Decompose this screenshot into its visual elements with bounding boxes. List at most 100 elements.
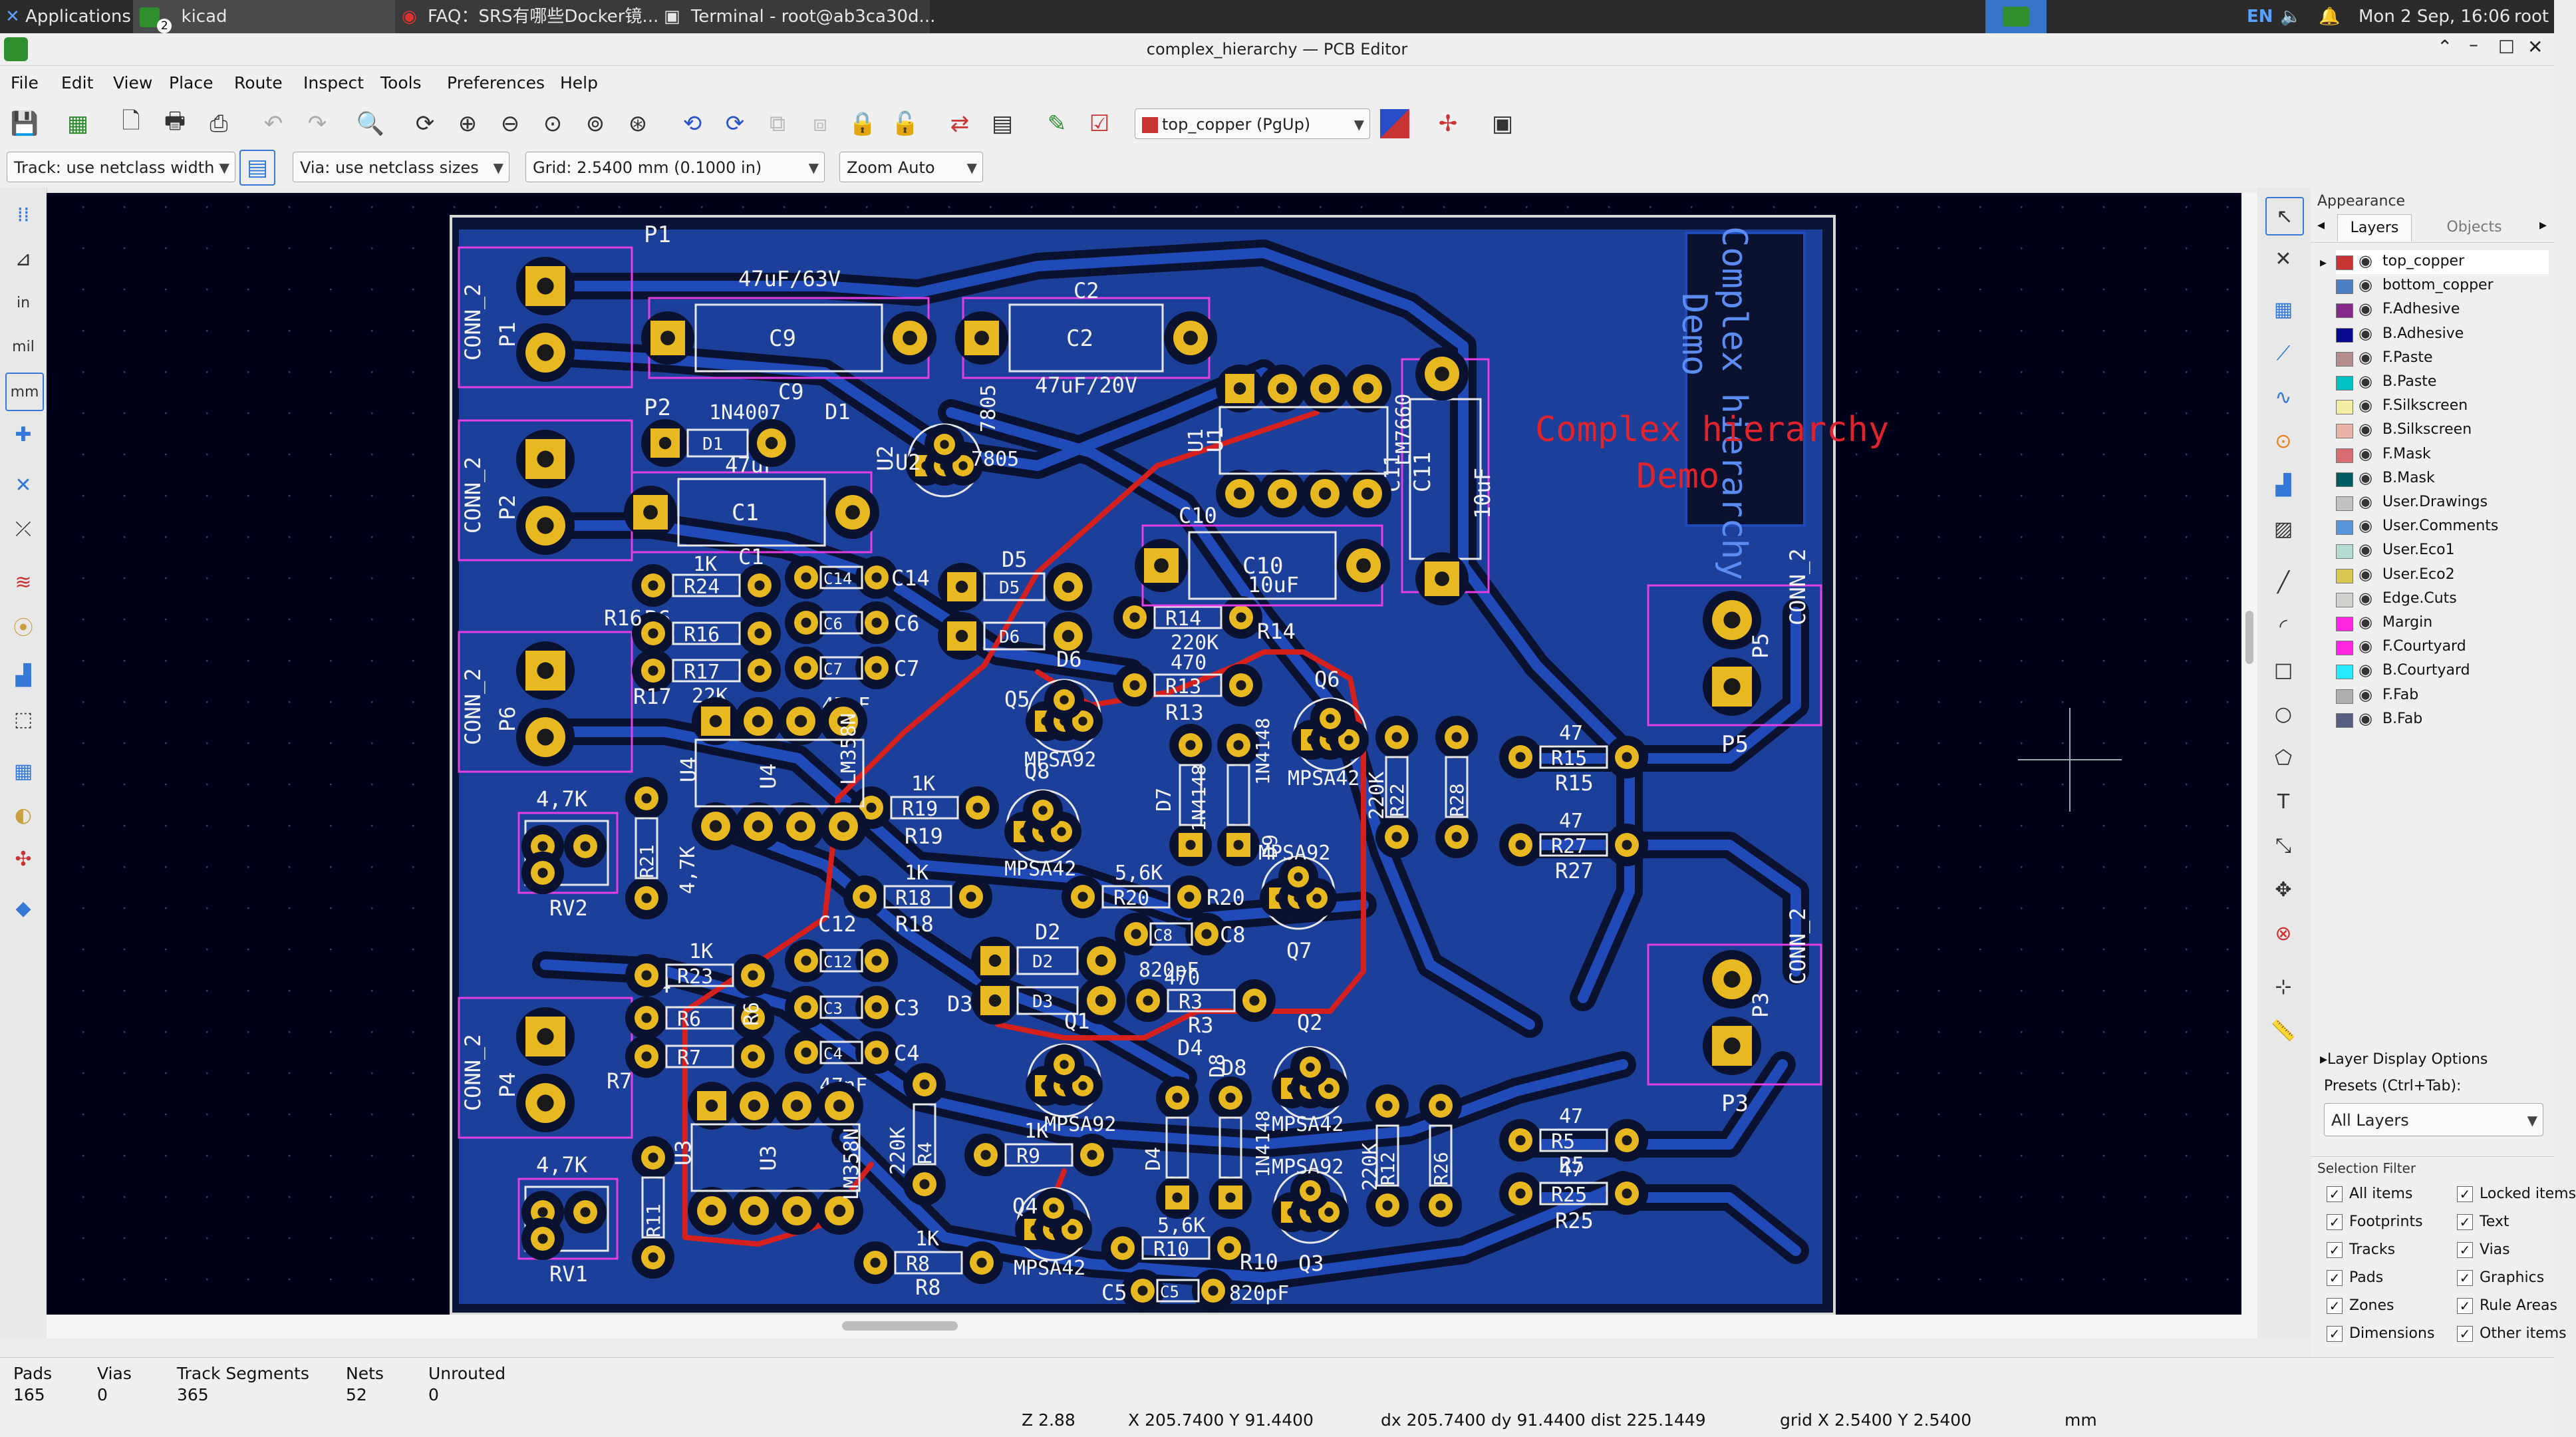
layer-color-swatch[interactable] (2336, 689, 2353, 704)
add-footprint-icon[interactable]: ▦ (2273, 297, 2293, 321)
menu-place[interactable]: Place (169, 73, 214, 92)
save-icon[interactable]: 💾 (10, 110, 39, 137)
tune-length-icon[interactable]: ∿ (2275, 385, 2292, 409)
keyboard-layout[interactable]: EN (2247, 7, 2273, 27)
scripting-icon[interactable]: ✎ (1047, 110, 1067, 137)
ratsnest-icon[interactable]: ✕ (15, 473, 32, 497)
layer-row[interactable]: ◉B.Mask (2336, 467, 2549, 491)
grid-toggle-icon[interactable]: ⁞⁞ (17, 203, 30, 227)
visibility-eye-icon[interactable]: ◉ (2359, 396, 2372, 415)
user-menu[interactable]: root (2514, 7, 2549, 27)
layer-color-swatch[interactable] (2336, 568, 2353, 583)
layer-row[interactable]: ◉B.Courtyard (2336, 659, 2549, 683)
layer-row[interactable]: ◉B.Adhesive (2336, 323, 2549, 347)
zoom-in-icon[interactable]: ⊕ (458, 110, 478, 137)
add-dimension-icon[interactable]: ⤡ (2275, 834, 2291, 858)
layer-row[interactable]: ◉top_copper (2336, 250, 2549, 274)
visibility-eye-icon[interactable]: ◉ (2359, 540, 2372, 559)
layer-color-swatch[interactable] (2336, 617, 2353, 631)
refresh-icon[interactable]: ⟳ (415, 110, 435, 137)
presets-select[interactable]: All Layers▼ (2324, 1103, 2543, 1136)
add-text-icon[interactable]: T (2277, 790, 2290, 814)
delete-tool-icon[interactable]: ⊗ (2275, 921, 2292, 945)
zone-fill-icon[interactable]: ▟ (15, 663, 31, 687)
selection-filter-checkbox[interactable]: ✓Tracks (2327, 1241, 2395, 1258)
netlist-update-icon[interactable]: ⇄ (950, 110, 970, 137)
layer-color-swatch[interactable] (2336, 255, 2353, 270)
grid-select[interactable]: Grid: 2.5400 mm (0.1000 in)▼ (525, 152, 825, 182)
horizontal-scrollbar[interactable] (47, 1315, 2241, 1339)
selection-filter-checkbox[interactable]: ✓Rule Areas (2457, 1297, 2557, 1314)
selection-filter-checkbox[interactable]: ✓All items (2327, 1186, 2412, 1202)
scrollbar-thumb[interactable] (2245, 611, 2253, 664)
cursor-shape-icon[interactable]: ✚ (15, 422, 32, 446)
selection-filter-checkbox[interactable]: ✓Other items (2457, 1325, 2567, 1342)
layers-manager-icon[interactable]: ◆ (15, 896, 31, 920)
menu-file[interactable]: File (11, 73, 39, 92)
polar-coords-icon[interactable]: ⊿ (15, 247, 32, 271)
visibility-eye-icon[interactable]: ◉ (2359, 564, 2372, 583)
layer-color-swatch[interactable] (2336, 496, 2353, 511)
rotate-cw-icon[interactable]: ⟳ (725, 110, 745, 137)
menu-help[interactable]: Help (560, 73, 598, 92)
via-display-icon[interactable]: ◐ (14, 803, 33, 827)
units-inches[interactable]: in (16, 294, 31, 311)
set-origin-icon[interactable]: ⊹ (2275, 975, 2292, 999)
add-rule-area-icon[interactable]: ▨ (2273, 517, 2293, 541)
zoom-objects-icon[interactable]: ⊚ (585, 110, 605, 137)
units-mm[interactable]: mm (5, 373, 44, 411)
menu-edit[interactable]: Edit (61, 73, 94, 92)
track-length-icon[interactable]: ✢ (1438, 110, 1458, 137)
footprint-browser-icon[interactable]: ▤ (991, 110, 1014, 137)
units-mils[interactable]: mil (12, 338, 35, 355)
maximize-button[interactable]: □ (2498, 36, 2515, 56)
layer-row[interactable]: ◉F.Silkscreen (2336, 395, 2549, 418)
terminal-console-icon[interactable]: ▣ (1491, 110, 1514, 137)
visibility-eye-icon[interactable]: ◉ (2359, 492, 2372, 511)
show-vias-icon[interactable]: ⦿ (13, 617, 33, 640)
selection-filter-checkbox[interactable]: ✓Vias (2457, 1241, 2510, 1258)
layer-row[interactable]: ◉Edge.Cuts (2336, 587, 2549, 611)
add-anchor-icon[interactable]: ✥ (2275, 878, 2292, 901)
layer-color-swatch[interactable] (2336, 351, 2353, 367)
applications-menu[interactable]: ✕ Applications (5, 7, 131, 27)
high-contrast-icon[interactable]: ✣ (15, 847, 32, 871)
visibility-eye-icon[interactable]: ◉ (2359, 420, 2372, 439)
add-zone-icon[interactable]: ▟ (2275, 473, 2291, 497)
visibility-eye-icon[interactable]: ◉ (2359, 275, 2372, 295)
layer-pair-icon[interactable] (1377, 106, 1413, 142)
page-settings-icon[interactable]: 🗋 (122, 107, 140, 134)
draw-line-icon[interactable]: ╱ (2277, 570, 2290, 594)
layer-color-swatch[interactable] (2336, 472, 2353, 487)
layer-row[interactable]: ◉Margin (2336, 611, 2549, 635)
visibility-eye-icon[interactable]: ◉ (2359, 613, 2372, 631)
draw-arc-icon[interactable]: ◜ (2279, 614, 2287, 638)
menu-route[interactable]: Route (234, 73, 283, 92)
layer-row[interactable]: ◉F.Fab (2336, 684, 2549, 708)
visibility-eye-icon[interactable]: ◉ (2359, 637, 2372, 656)
layer-color-swatch[interactable] (2336, 544, 2353, 559)
print-icon[interactable]: 🖶 (164, 107, 186, 134)
drc-icon[interactable]: ☑ (1089, 110, 1110, 137)
layer-row[interactable]: ◉B.Silkscreen (2336, 418, 2549, 442)
curved-ratsnest-icon[interactable]: ⤫ (15, 517, 31, 541)
minimize-button[interactable]: – (2469, 33, 2478, 55)
task-browser[interactable]: ◉ FAQ：SRS有哪些Docker镜... (395, 0, 661, 33)
unlock-icon[interactable]: 🔓 (891, 110, 920, 137)
auto-track-width-icon[interactable]: ▤ (239, 150, 275, 186)
mirror-icon[interactable]: ⧈ (813, 110, 827, 137)
vertical-scrollbar[interactable] (2241, 193, 2257, 1339)
visibility-eye-icon[interactable]: ◉ (2359, 468, 2372, 487)
selection-filter-checkbox[interactable]: ✓Pads (2327, 1269, 2383, 1286)
layer-color-swatch[interactable] (2336, 400, 2353, 415)
draw-circle-icon[interactable]: ○ (2274, 702, 2293, 726)
selection-filter-checkbox[interactable]: ✓Dimensions (2327, 1325, 2434, 1342)
layer-row[interactable]: ◉F.Paste (2336, 347, 2549, 371)
layer-row[interactable]: ◉F.Mask (2336, 443, 2549, 467)
layer-row[interactable]: ◉User.Drawings (2336, 491, 2549, 515)
visibility-eye-icon[interactable]: ◉ (2359, 372, 2372, 391)
clock[interactable]: Mon 2 Sep, 16:06 (2359, 7, 2511, 27)
visibility-eye-icon[interactable]: ◉ (2359, 661, 2372, 680)
layer-color-swatch[interactable] (2336, 279, 2353, 295)
zoom-selection-icon[interactable]: ⊛ (628, 110, 648, 137)
